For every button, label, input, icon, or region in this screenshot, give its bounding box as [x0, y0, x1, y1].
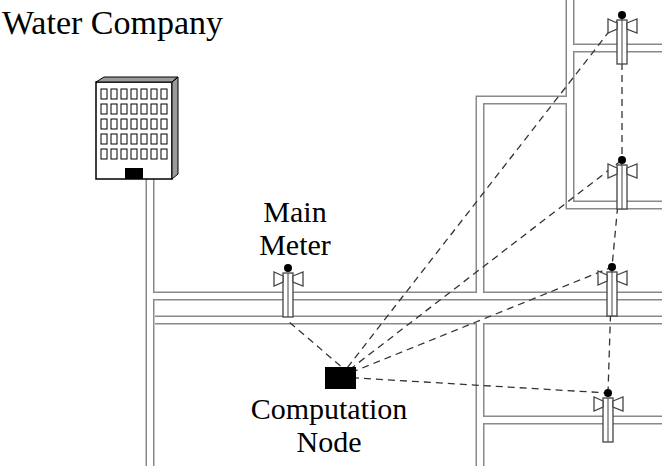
water-meter	[594, 389, 623, 442]
building-window	[161, 134, 167, 144]
building-window	[131, 89, 137, 99]
labelled-node: Main Meter	[240, 195, 350, 321]
radio-link	[340, 377, 608, 393]
water-meter	[608, 156, 637, 209]
water-meter	[608, 11, 637, 64]
water-pipe	[150, 293, 662, 299]
building-side	[96, 77, 178, 179]
building-window	[111, 119, 117, 129]
water-pipe	[480, 417, 662, 423]
building-window	[111, 89, 117, 99]
water-pipe	[480, 100, 570, 296]
building-window	[121, 89, 127, 99]
building-window	[151, 104, 157, 114]
building-window	[121, 149, 127, 159]
pipe-outline	[150, 0, 662, 466]
water-meter	[598, 263, 627, 316]
building-window	[151, 119, 157, 129]
building-window	[131, 119, 137, 129]
building-icon	[95, 76, 179, 180]
radio-link	[340, 15, 622, 377]
computation-node-box	[325, 367, 356, 389]
building-window	[161, 104, 167, 114]
building-window	[161, 89, 167, 99]
node-label: Computation Node	[244, 392, 414, 458]
water-pipe	[147, 176, 153, 466]
building-window	[141, 149, 147, 159]
main-meter-icon	[272, 263, 304, 319]
water-pipe	[476, 320, 485, 466]
building-window	[111, 104, 117, 114]
building-window	[141, 89, 147, 99]
water-pipe	[155, 317, 662, 323]
building-door	[125, 168, 143, 179]
water-pipe	[146, 176, 155, 466]
labelled-node: Water Company	[2, 4, 242, 182]
building-window	[131, 104, 137, 114]
radio-link	[340, 15, 622, 393]
building-window	[161, 119, 167, 129]
water-pipe	[477, 320, 483, 466]
water-pipe	[155, 316, 662, 325]
water-pipe	[150, 292, 662, 301]
building-window	[151, 134, 157, 144]
radio-link	[340, 267, 612, 377]
building-window	[121, 119, 127, 129]
building-window	[151, 149, 157, 159]
building-window	[101, 104, 107, 114]
building-window	[151, 89, 157, 99]
water-pipe	[570, 44, 662, 53]
building-window	[131, 134, 137, 144]
radio-link	[288, 321, 341, 366]
building-window	[141, 104, 147, 114]
building-window	[131, 149, 137, 159]
building-window	[141, 134, 147, 144]
building-window	[121, 104, 127, 114]
building-window	[111, 134, 117, 144]
building-window	[101, 134, 107, 144]
building-window	[101, 89, 107, 99]
computation-square	[325, 367, 356, 389]
water-pipe	[480, 100, 570, 296]
water-meters	[594, 11, 637, 442]
building-window	[101, 149, 107, 159]
building-window	[161, 149, 167, 159]
building-window	[101, 119, 107, 129]
water-meter	[274, 264, 303, 317]
building-wall	[96, 82, 172, 179]
building-window	[111, 149, 117, 159]
water-pipe	[570, 45, 662, 51]
pipe-inner	[150, 0, 662, 466]
building-window	[141, 119, 147, 129]
building-window	[121, 134, 127, 144]
water-pipe	[480, 416, 662, 425]
radio-link	[340, 160, 622, 377]
node-label: Water Company	[2, 4, 242, 41]
node-label: Main Meter	[240, 195, 350, 261]
labelled-node: Computation Node	[244, 366, 414, 460]
